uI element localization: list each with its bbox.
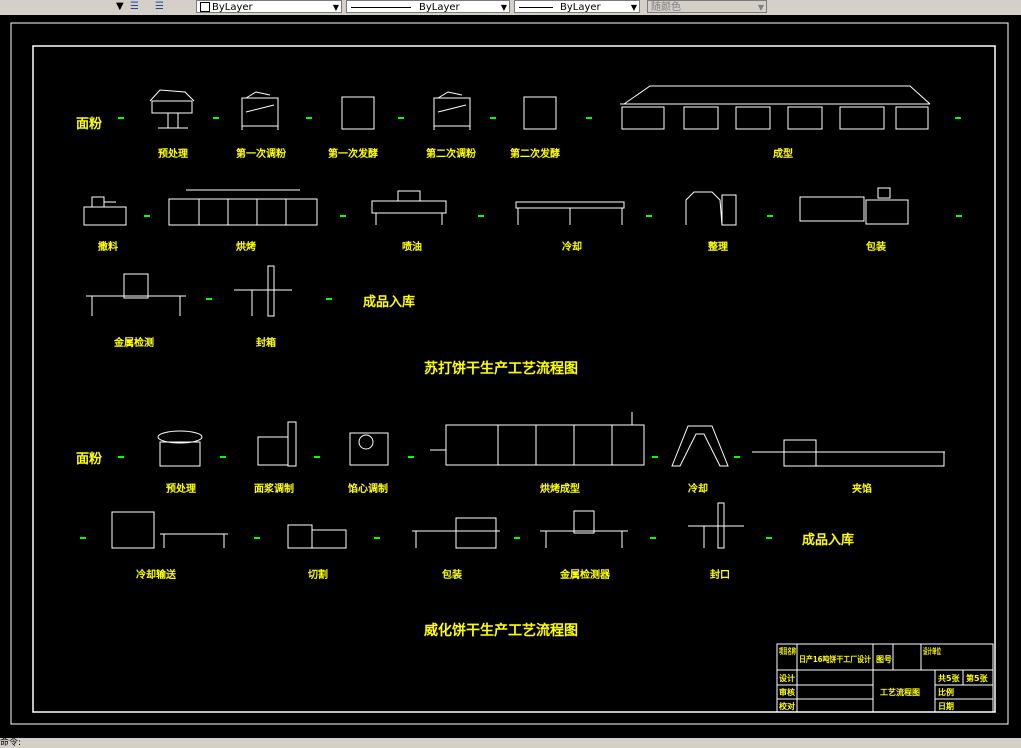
layer-previous-icon[interactable]: ☰ bbox=[155, 1, 164, 12]
chevron-down-icon: ▼ bbox=[757, 3, 764, 12]
linetype-combo[interactable]: ByLayer ▼ bbox=[346, 0, 510, 13]
chevron-down-icon: ▼ bbox=[630, 3, 637, 12]
soda-step-label: 预处理 bbox=[158, 147, 188, 160]
cad-drawing[interactable]: 面粉 预处理 第一次调粉 第一次发酵 第二次调粉 第二次发酵 成型 撒料 烘烤 … bbox=[0, 15, 1021, 743]
machine-forming-line bbox=[620, 85, 931, 130]
soda-step-label: 喷油 bbox=[402, 240, 422, 253]
drawing-canvas[interactable]: 面粉 预处理 第一次调粉 第一次发酵 第二次调粉 第二次发酵 成型 撒料 烘烤 … bbox=[0, 15, 1021, 743]
tb-drawing-no-label: 图号 bbox=[876, 655, 892, 664]
lineweight-combo[interactable]: ByLayer ▼ bbox=[514, 0, 640, 13]
machine-mixer-1 bbox=[241, 91, 279, 130]
soda-step-label: 成型 bbox=[773, 147, 793, 160]
machine-cooling-transport bbox=[111, 511, 228, 549]
soda-step-label: 撒料 bbox=[98, 240, 118, 253]
tb-project-name: 日产16吨饼干工厂设计 bbox=[799, 654, 871, 664]
machine-filling-mix bbox=[349, 432, 389, 466]
soda-step-label: 第二次调粉 bbox=[426, 147, 476, 160]
color-combo[interactable]: ByLayer ▼ bbox=[196, 0, 342, 13]
soda-step-label: 包装 bbox=[866, 240, 886, 253]
wafer-chart-title: 威化饼干生产工艺流程图 bbox=[424, 622, 578, 639]
machine-packaging-2 bbox=[412, 517, 500, 549]
wafer-end-label: 成品入库 bbox=[802, 532, 854, 548]
lineweight-combo-value: ByLayer bbox=[560, 2, 601, 13]
machine-oven bbox=[168, 189, 318, 226]
machine-metal-detect-2 bbox=[540, 510, 628, 548]
properties-toolbar: ▼ ☰ ☰ ByLayer ▼ ByLayer ▼ ByLayer ▼ 随颜色 … bbox=[0, 0, 1021, 16]
machine-arrange bbox=[685, 191, 737, 226]
color-combo-value: ByLayer bbox=[212, 2, 253, 13]
machine-ferment-1 bbox=[341, 96, 375, 130]
wafer-start-label: 面粉 bbox=[76, 451, 102, 467]
wafer-step-label: 预处理 bbox=[166, 482, 196, 495]
machine-cooling-conveyor bbox=[515, 201, 625, 225]
tb-scale-label: 比例 bbox=[938, 687, 954, 697]
tb-sheets-total: 共5张 bbox=[938, 673, 961, 683]
plotstyle-combo: 随颜色 ▼ bbox=[647, 0, 767, 13]
tb-drawing-name: 工艺流程图 bbox=[880, 687, 920, 697]
soda-end-label: 成品入库 bbox=[363, 294, 415, 310]
soda-chart-title: 苏打饼干生产工艺流程图 bbox=[424, 360, 578, 377]
soda-step-label: 烘烤 bbox=[236, 240, 256, 253]
machine-oil-spray bbox=[371, 190, 447, 225]
wafer-step-label: 冷却 bbox=[688, 482, 708, 495]
machine-case-sealer bbox=[234, 265, 292, 317]
machine-sprinkle bbox=[83, 196, 127, 226]
wafer-step-label: 面浆调制 bbox=[254, 482, 294, 495]
tb-review-label: 审核 bbox=[779, 687, 795, 697]
layer-stack-icon[interactable]: ☰ bbox=[130, 1, 139, 12]
machine-cutter bbox=[287, 524, 347, 549]
wafer-step-label: 包装 bbox=[442, 568, 462, 581]
wafer-step-label: 夹馅 bbox=[852, 482, 872, 495]
flow-arrows bbox=[80, 117, 962, 539]
soda-start-label: 面粉 bbox=[76, 116, 102, 132]
wafer-step-label: 金属检测器 bbox=[559, 568, 611, 581]
soda-step-label: 金属检测 bbox=[113, 336, 154, 349]
tb-sheet-no: 第5张 bbox=[966, 673, 989, 683]
linetype-combo-value: ByLayer bbox=[419, 2, 460, 13]
machine-packaging-1 bbox=[799, 187, 909, 225]
chevron-down-icon: ▼ bbox=[332, 3, 339, 12]
machine-batter-mix bbox=[257, 421, 297, 467]
wafer-step-label: 冷却输送 bbox=[136, 568, 177, 581]
machine-pretreat-1 bbox=[149, 89, 195, 129]
title-block-grid bbox=[776, 643, 994, 713]
wafer-step-label: 封口 bbox=[710, 568, 730, 581]
wafer-step-label: 烘烤成型 bbox=[540, 482, 580, 495]
inner-frame bbox=[32, 45, 996, 713]
tb-project-label: 项目名称 bbox=[779, 646, 796, 656]
soda-step-label: 整理 bbox=[707, 240, 728, 253]
tb-design-label: 设计 bbox=[779, 673, 795, 683]
machine-wafer-cooling bbox=[671, 425, 729, 467]
outer-frame bbox=[10, 22, 1009, 725]
machine-sealer bbox=[688, 502, 744, 549]
chevron-down-icon: ▼ bbox=[500, 3, 507, 12]
wafer-step-label: 切割 bbox=[308, 568, 328, 581]
command-line[interactable]: 命令: bbox=[0, 738, 1021, 748]
tb-date-label: 日期 bbox=[938, 701, 954, 711]
machine-mixer-2 bbox=[433, 91, 471, 130]
soda-step-label: 第二次发酵 bbox=[510, 147, 560, 160]
dropdown-arrow-icon[interactable]: ▼ bbox=[116, 1, 124, 12]
tb-design-unit-label: 设计单位 bbox=[923, 646, 941, 656]
command-prompt: 命令: bbox=[0, 738, 22, 748]
machine-pretreat-2 bbox=[157, 430, 203, 467]
soda-step-label: 第一次发酵 bbox=[328, 147, 378, 160]
machine-ferment-2 bbox=[523, 96, 557, 130]
wafer-step-label: 馅心调制 bbox=[348, 482, 388, 495]
tb-check-label: 校对 bbox=[779, 701, 795, 711]
soda-step-label: 冷却 bbox=[562, 240, 582, 253]
machine-sandwich bbox=[752, 439, 945, 467]
machine-metal-detect-1 bbox=[86, 273, 186, 316]
color-swatch-icon bbox=[200, 2, 210, 12]
soda-step-label: 第一次调粉 bbox=[236, 147, 286, 160]
plotstyle-combo-value: 随颜色 bbox=[651, 2, 681, 13]
soda-step-label: 封箱 bbox=[256, 336, 276, 349]
machine-wafer-oven bbox=[430, 412, 645, 466]
